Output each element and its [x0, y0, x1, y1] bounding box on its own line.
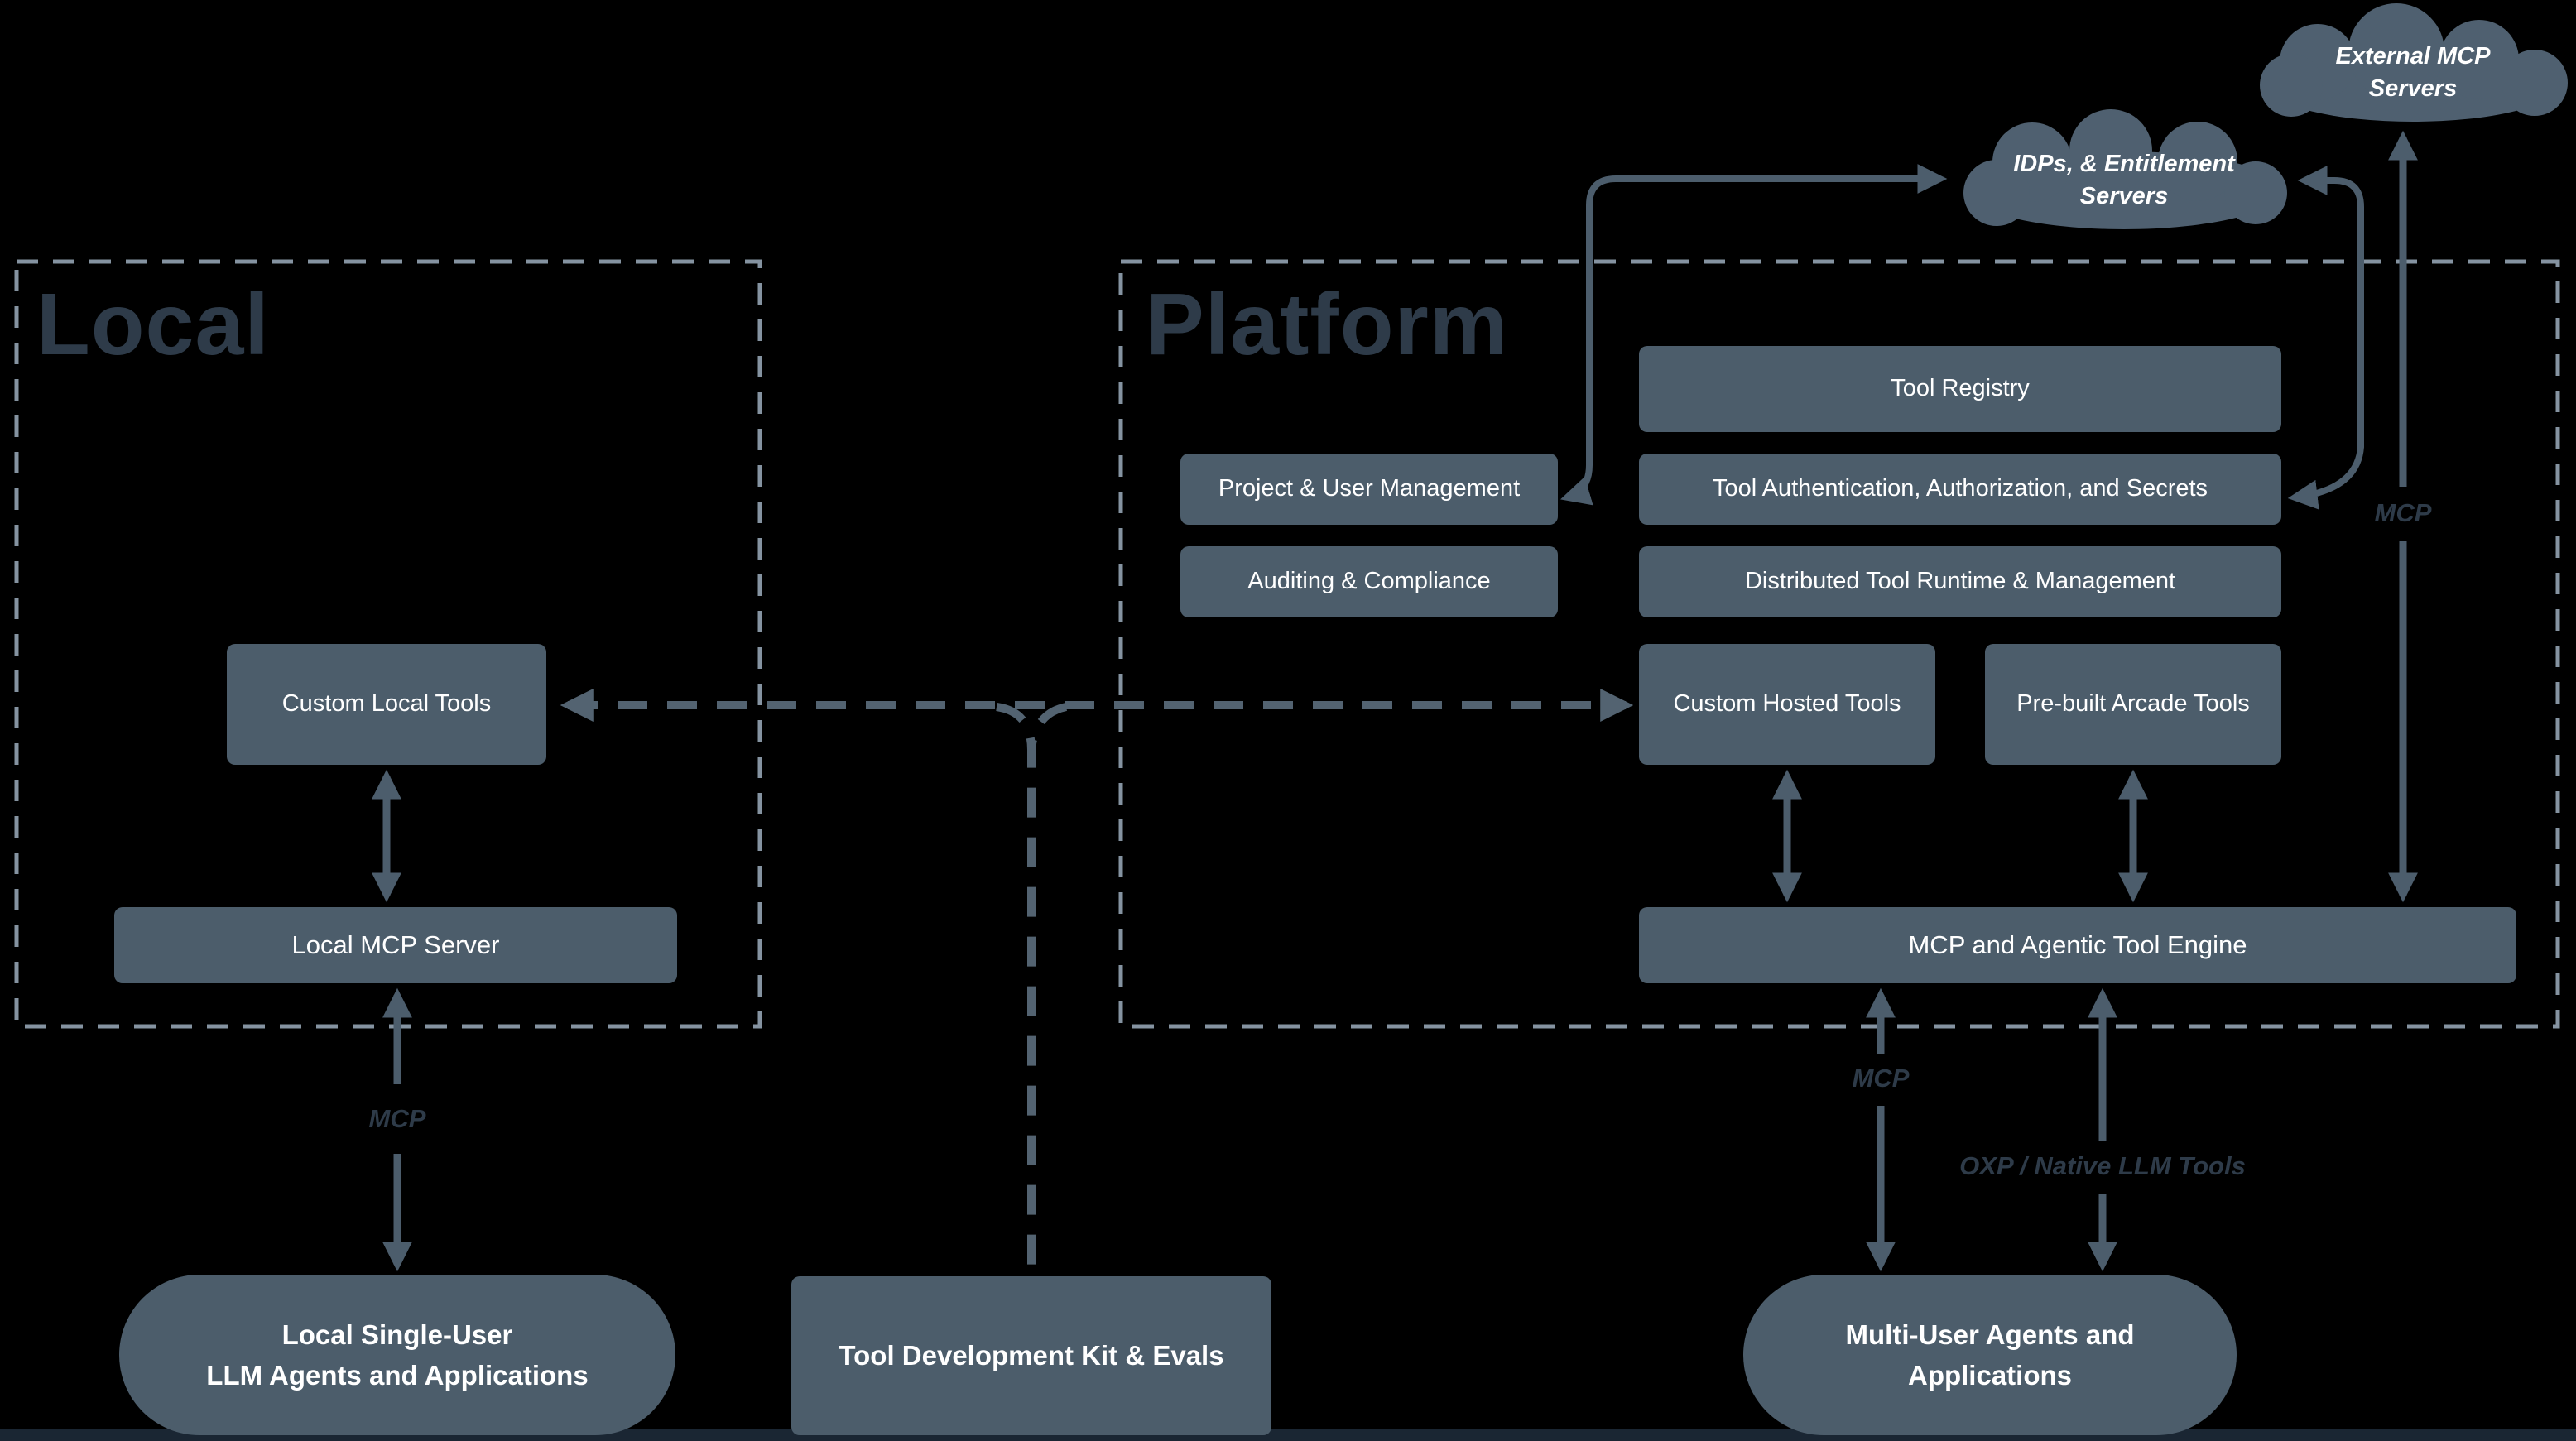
mcp-label-local: MCP [368, 1104, 426, 1133]
local-region-title: Local [36, 276, 270, 373]
idp-entitlement-label: IDPs, & Entitlement Servers [2013, 150, 2235, 209]
arrow-tool-auth-to-idp-cloud [2287, 166, 2364, 510]
prebuilt-arcade-tools-box: Pre-built Arcade Tools [1985, 644, 2281, 765]
auditing-compliance-box: Auditing & Compliance [1180, 546, 1558, 617]
arrow-project-user-to-idp-cloud [1560, 164, 1948, 506]
local-region-border [14, 259, 762, 1029]
distributed-runtime-box: Distributed Tool Runtime & Management [1639, 546, 2281, 617]
mcp-label-external: MCP [2374, 498, 2432, 527]
local-mcp-server-box: Local MCP Server [114, 907, 677, 983]
platform-region-title: Platform [1146, 276, 1508, 373]
project-user-management-box: Project & User Management [1180, 454, 1558, 525]
custom-hosted-tools-box: Custom Hosted Tools [1639, 644, 1935, 765]
tool-development-kit-box: Tool Development Kit & Evals [791, 1276, 1271, 1435]
oxp-native-llm-tools-label: OXP / Native LLM Tools [1959, 1151, 2246, 1180]
dashed-branch-to-tdk [996, 703, 1036, 1273]
idp-entitlement-cloud [1963, 109, 2287, 229]
tool-registry-box: Tool Registry [1639, 346, 2281, 432]
tool-auth-box: Tool Authentication, Authorization, and … [1639, 454, 2281, 525]
custom-local-tools-box: Custom Local Tools [227, 644, 546, 765]
mcp-label-multi: MCP [1852, 1064, 1910, 1093]
mcp-agentic-engine-box: MCP and Agentic Tool Engine [1639, 907, 2516, 983]
dashed-branch-merge-right [1027, 703, 1068, 751]
external-mcp-servers-cloud [2260, 3, 2568, 122]
external-mcp-servers-label: External MCP Servers [2335, 42, 2491, 102]
multi-user-agents-pill: Multi-User Agents and Applications [1743, 1275, 2237, 1435]
platform-region-border [1118, 259, 2560, 1029]
local-single-user-agents-pill: Local Single-User LLM Agents and Applica… [119, 1275, 675, 1435]
